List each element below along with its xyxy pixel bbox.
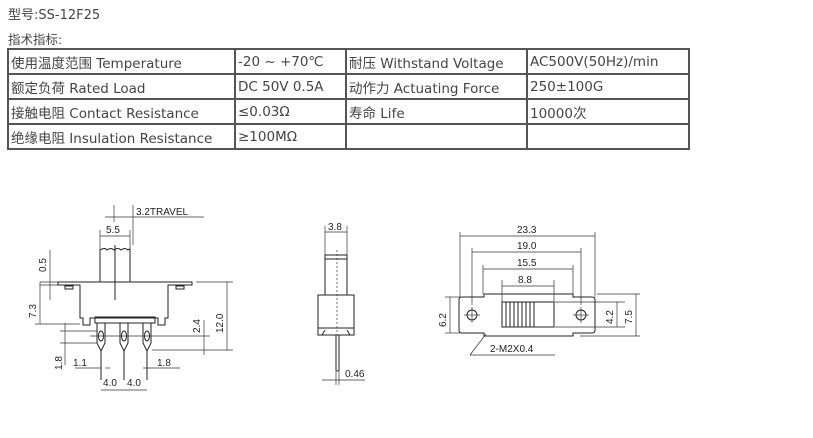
dim-body-length: 15.5 (517, 258, 537, 269)
slider-knob-icon (501, 301, 535, 328)
dim-pitch1: 4.0 (103, 378, 117, 389)
table-cell (345, 123, 528, 150)
dim-body-height: 7.3 (28, 304, 39, 318)
dim-travel: 3.2TRAVEL (136, 207, 188, 218)
table-row: 绝缘电阻 Insulation Resistance ≥100MΩ (7, 123, 690, 150)
table-cell: 绝缘电阻 Insulation Resistance (7, 123, 236, 150)
spec-table: 使用温度范围 Temperature -20 ~ +70℃ 耐压 Withsta… (7, 48, 690, 150)
dim-inner-height: 4.2 (605, 310, 616, 324)
dim-pin-thickness: 0.46 (345, 369, 365, 380)
table-cell: 接触电阻 Contact Resistance (7, 98, 236, 125)
dim-total-width: 7.5 (624, 310, 635, 324)
table-cell: 10000次 (526, 98, 690, 125)
dim-side-actuator: 3.8 (328, 222, 342, 233)
top-view-drawing: 23.3 19.0 15.5 8.8 6.2 4.2 7.5 2-M2X0.4 (438, 225, 640, 356)
dim-total-height: 12.0 (215, 313, 226, 333)
table-cell: 使用温度范围 Temperature (7, 48, 236, 75)
dim-hole-spacing: 19.0 (517, 241, 537, 252)
table-cell: 耐压 Withstand Voltage (345, 48, 528, 75)
dim-slot-length: 8.8 (518, 275, 532, 286)
table-cell: 动作力 Actuating Force (345, 73, 528, 100)
table-cell: ≤0.03Ω (234, 98, 347, 125)
table-cell: DC 50V 0.5A (234, 73, 347, 100)
table-cell: 额定负荷 Rated Load (7, 73, 236, 100)
table-cell: ≥100MΩ (234, 123, 347, 150)
table-cell (526, 123, 690, 150)
table-cell: -20 ~ +70℃ (234, 48, 347, 75)
dim-width: 6.2 (438, 313, 449, 327)
table-row: 接触电阻 Contact Resistance ≤0.03Ω 寿命 Life 1… (7, 98, 690, 125)
table-cell: 寿命 Life (345, 98, 528, 125)
dim-screw: 2-M2X0.4 (490, 344, 534, 355)
table-row: 额定负荷 Rated Load DC 50V 0.5A 动作力 Actuatin… (7, 73, 690, 100)
dim-pitch2: 4.0 (127, 378, 141, 389)
dim-flange: 0.5 (38, 258, 49, 272)
dim-overall-length: 23.3 (517, 225, 537, 236)
model-number: 型号:SS-12F25 (8, 8, 101, 23)
table-row: 使用温度范围 Temperature -20 ~ +70℃ 耐压 Withsta… (7, 48, 690, 75)
dim-pin-width2: 1.8 (157, 358, 171, 369)
dim-pin-offset: 2.4 (192, 319, 203, 333)
dim-pin-hole: 1.8 (54, 356, 65, 370)
front-view-drawing: 3.2TRAVEL 5.5 0.5 7.3 2.4 12.0 1.8 1.1 1… (28, 205, 233, 391)
dim-pin-width: 1.1 (73, 358, 87, 369)
table-cell: 250±100G (526, 73, 690, 100)
side-view-drawing: 3.8 0.46 (317, 222, 365, 385)
dim-actuator-width: 5.5 (106, 225, 120, 236)
table-cell: AC500V(50Hz)/min (526, 48, 690, 75)
spec-title: 指术指标: (8, 32, 63, 47)
